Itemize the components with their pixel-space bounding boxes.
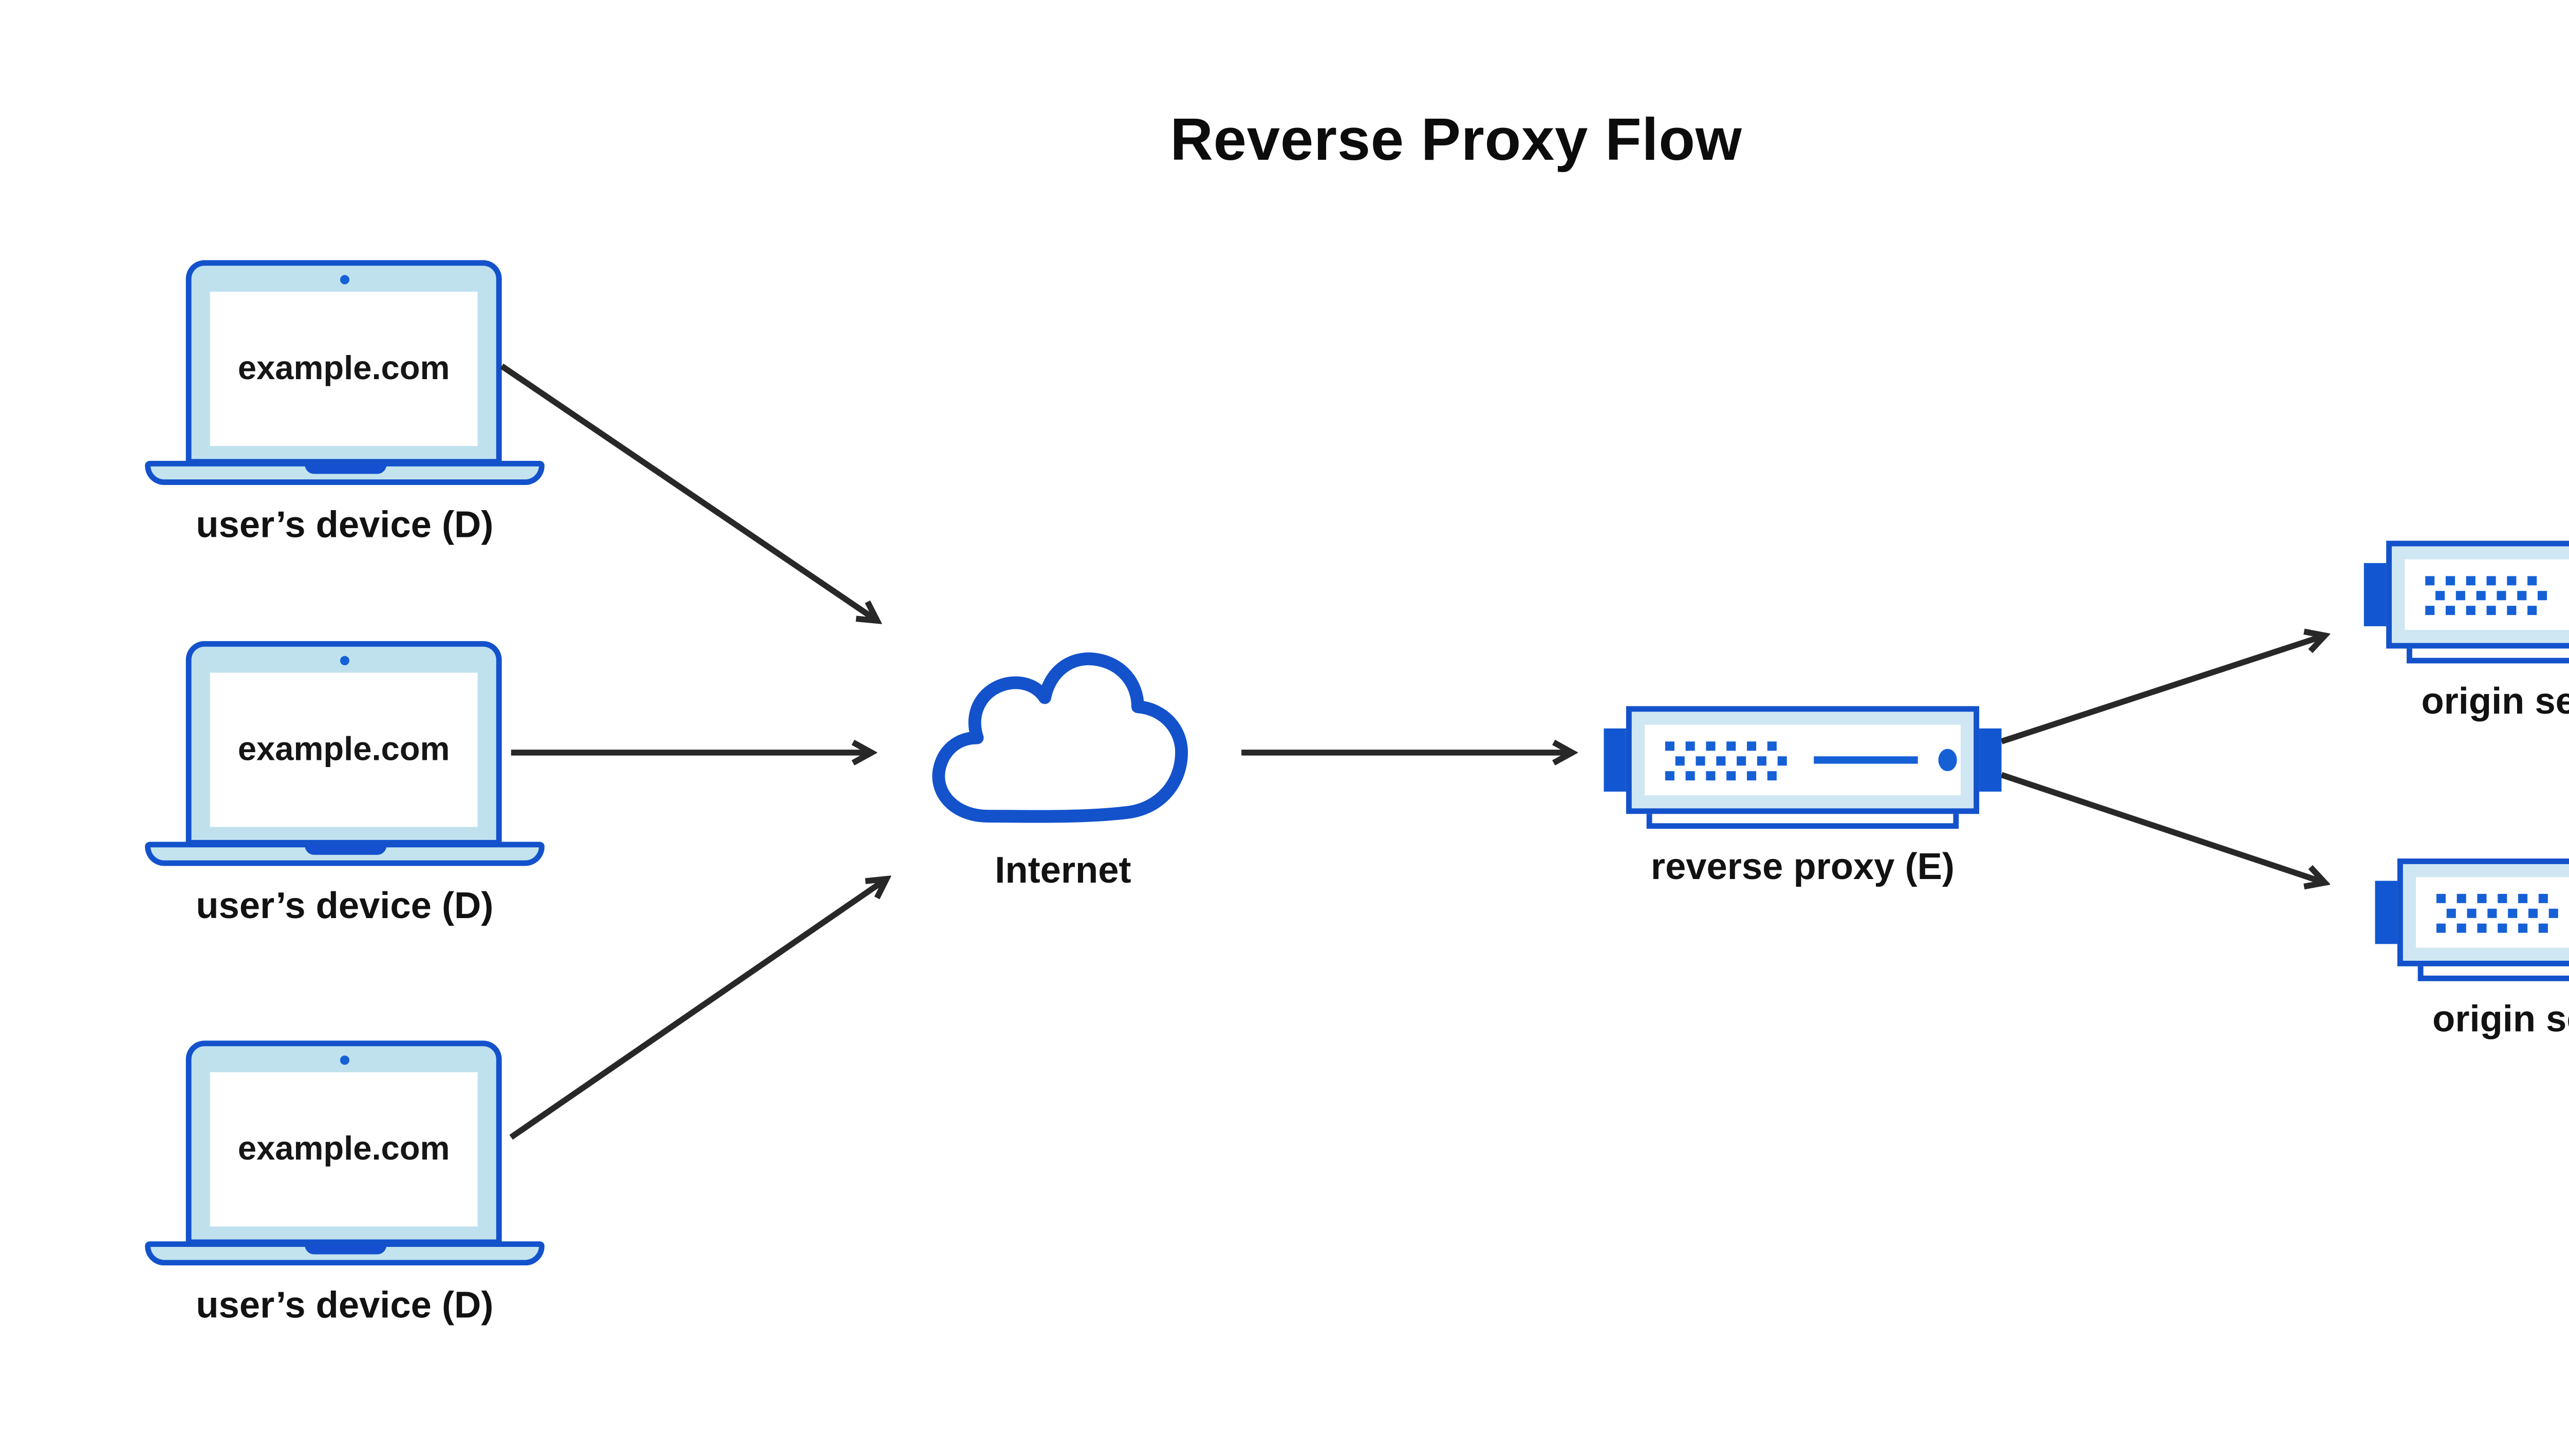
arrow-proxy-to-origin1: [2000, 636, 2325, 744]
arrow-device1-to-internet: [500, 363, 878, 621]
server-front-panel: [1645, 724, 1961, 796]
laptop-display: example.com: [210, 1072, 478, 1227]
arrow-device3-to-internet: [509, 879, 887, 1140]
laptop-notch: [304, 1245, 386, 1255]
diagram-title: Reverse Proxy Flow: [1170, 106, 1742, 173]
cloud-icon: [932, 652, 1188, 823]
laptop-screen: example.com: [185, 641, 502, 846]
laptop-notch: [304, 464, 386, 474]
internet-label: Internet: [995, 851, 1131, 892]
camera-icon: [339, 275, 349, 285]
server-chassis: [2386, 540, 2569, 649]
device-label: user’s device (D): [196, 1285, 494, 1327]
server-power-dot: [1938, 749, 1957, 772]
internet-node: Internet: [915, 643, 1212, 892]
server-front-panel: [2405, 559, 2569, 630]
server-slot-line: [1814, 757, 1918, 763]
server-vents-icon: [2425, 575, 2547, 614]
camera-icon: [339, 1055, 349, 1065]
reverse-proxy-label: reverse proxy (E): [1650, 847, 1955, 888]
laptop-base: [145, 1241, 545, 1266]
laptop-display: example.com: [210, 673, 478, 827]
server-vents-icon: [2436, 892, 2558, 932]
device-url-text: example.com: [237, 349, 450, 387]
laptop-base: [145, 461, 545, 486]
laptop-display: example.com: [210, 291, 478, 446]
device-url-text: example.com: [237, 730, 450, 768]
arrow-proxy-to-origin2: [2000, 772, 2325, 883]
origin-server-2-label: origin server (F): [2432, 999, 2569, 1041]
device-url-text: example.com: [237, 1130, 450, 1167]
server-front-panel: [2416, 877, 2569, 948]
server-chassis: [1626, 706, 1980, 814]
camera-icon: [339, 656, 349, 665]
origin-server-1-label: origin server (F): [2421, 682, 2569, 723]
device-label: user’s device (D): [196, 505, 494, 547]
laptop-base: [145, 842, 545, 866]
laptop-notch: [304, 845, 386, 855]
server-chassis: [2397, 858, 2569, 966]
laptop-screen: example.com: [185, 1040, 502, 1245]
laptop-screen: example.com: [185, 260, 502, 465]
device-label: user’s device (D): [196, 886, 494, 927]
server-vents-icon: [1665, 740, 1787, 780]
